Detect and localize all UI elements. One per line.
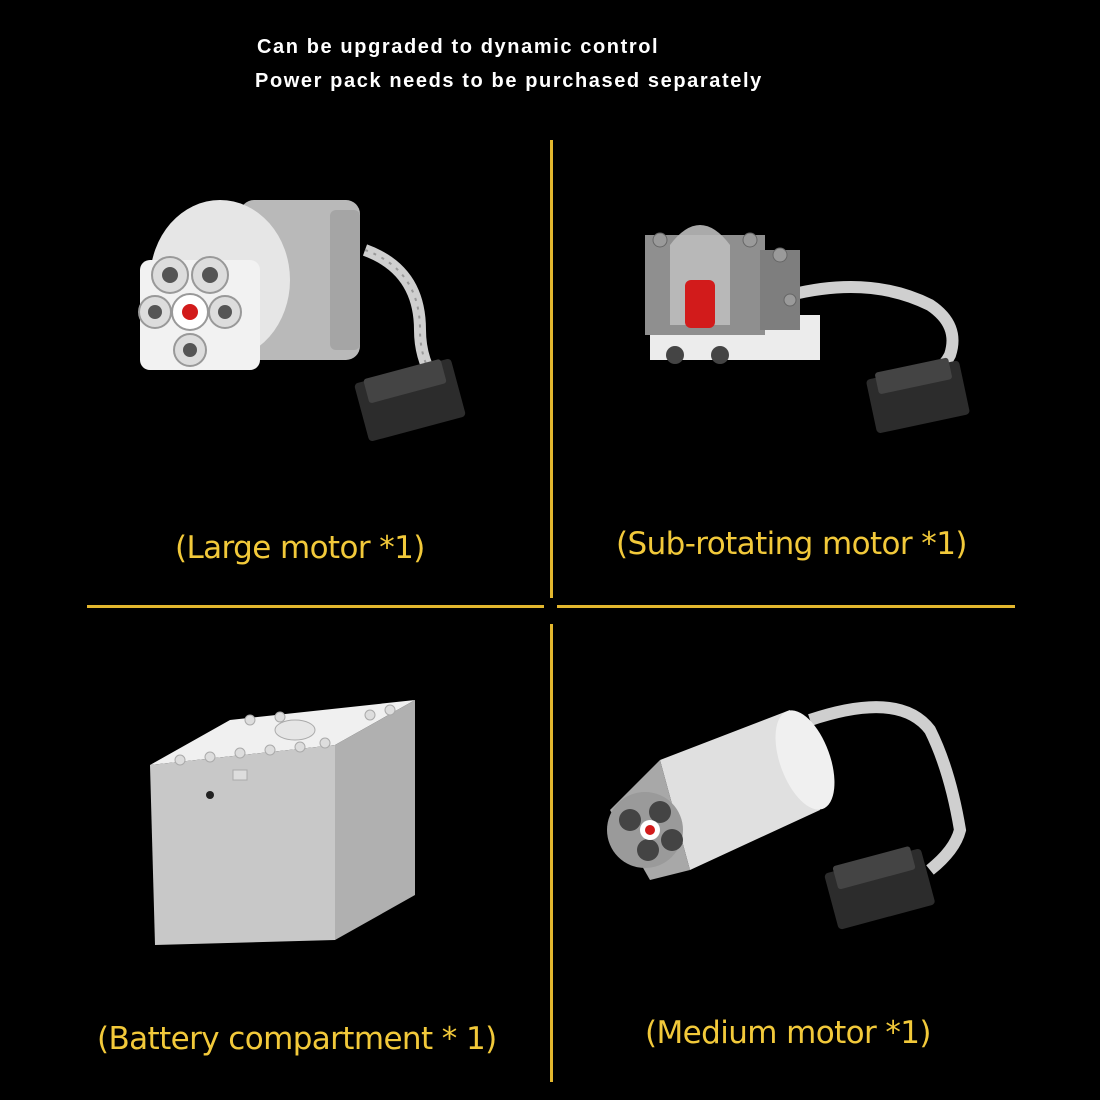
header-line-1: Can be upgraded to dynamic control <box>257 36 660 58</box>
vertical-divider-top <box>550 140 553 598</box>
servo-motor-caption: (Sub-rotating motor *1) <box>616 526 967 562</box>
vertical-divider-bottom <box>550 624 553 1082</box>
horizontal-divider-right <box>557 605 1015 608</box>
battery-box-icon <box>140 685 440 955</box>
large-motor-caption: (Large motor *1) <box>175 530 425 566</box>
horizontal-divider-left <box>87 605 544 608</box>
medium-motor-icon <box>600 690 1000 940</box>
header-line-2: Power pack needs to be purchased separat… <box>255 70 763 92</box>
battery-box-caption: (Battery compartment * 1) <box>97 1021 497 1057</box>
large-motor-icon <box>120 180 520 460</box>
servo-motor-icon <box>630 205 980 445</box>
medium-motor-caption: (Medium motor *1) <box>645 1015 932 1051</box>
